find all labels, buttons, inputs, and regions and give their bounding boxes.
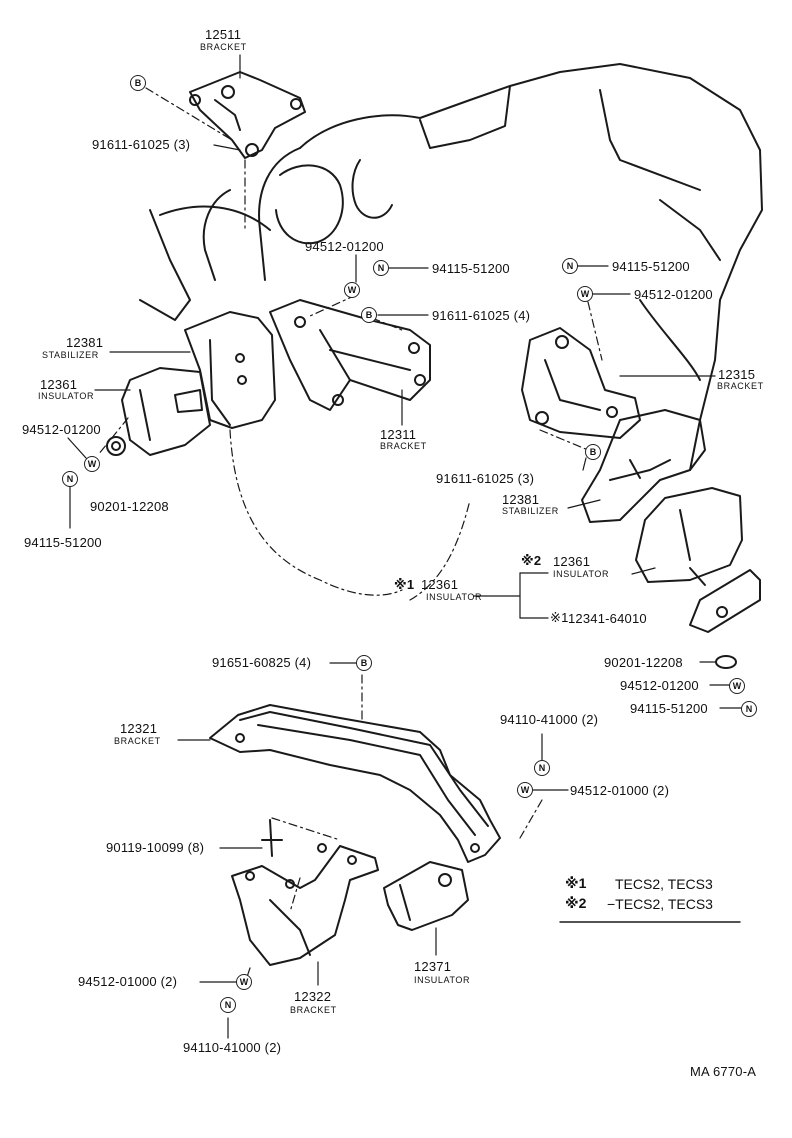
part-number-94110-a: 94110-41000 (2)	[500, 712, 599, 727]
part-number-91611-mid: 91611-61025 (4)	[432, 308, 531, 323]
bolt-marker-b: B	[130, 75, 146, 91]
part-number-12511: 12511	[205, 27, 242, 42]
legend-mark-2: ※2	[565, 895, 587, 911]
bracket-12511-drawing	[189, 71, 306, 159]
left-mount-drawing	[106, 311, 276, 456]
part-name-12321: BRACKET	[114, 736, 161, 746]
bolt-marker-b: B	[361, 307, 377, 323]
part-number-94115-d: 94115-51200	[630, 701, 708, 716]
part-number-94512-c: 94512-01200	[22, 422, 101, 437]
part-number-12361-star1: 12361	[421, 577, 459, 592]
part-number-94512-a: 94512-01200	[305, 239, 384, 254]
leader-lines	[67, 54, 743, 1039]
washer-marker-w: W	[236, 974, 252, 990]
part-number-12381-right: 12381	[502, 492, 540, 507]
part-number-91611-top: 91611-61025 (3)	[92, 137, 191, 152]
legend-mark-1: ※1	[565, 875, 587, 891]
part-number-12371: 12371	[414, 959, 452, 974]
part-number-94115-c: 94115-51200	[24, 535, 102, 550]
nut-marker-n: N	[220, 997, 236, 1013]
part-number-94512-f: 94512-01000 (2)	[78, 974, 178, 989]
part-number-94115-a: 94115-51200	[432, 261, 510, 276]
diagram-code: MA 6770-A	[690, 1064, 757, 1079]
part-name-12381-left: STABILIZER	[42, 350, 99, 360]
star1-marker-12341: ※1	[550, 610, 569, 625]
insulator-12371-drawing	[383, 861, 469, 931]
washer-marker-w: W	[84, 456, 100, 472]
part-number-12322: 12322	[294, 989, 332, 1004]
part-name-12361-star2: INSULATOR	[553, 569, 610, 579]
legend-text-1: TECS2, TECS3	[615, 876, 713, 892]
part-number-90119: 90119-10099 (8)	[106, 840, 205, 855]
part-number-94512-b: 94512-01200	[634, 287, 713, 302]
part-number-94115-b: 94115-51200	[612, 259, 690, 274]
nut-marker-n: N	[62, 471, 78, 487]
part-name-12371: INSULATOR	[414, 975, 471, 985]
part-number-91651: 91651-60825 (4)	[212, 655, 312, 670]
part-number-12311: 12311	[380, 427, 417, 442]
nut-marker-n: N	[562, 258, 578, 274]
part-name-12315: BRACKET	[717, 381, 764, 391]
star2-marker: ※2	[521, 553, 542, 568]
bracket-12315-drawing	[521, 327, 641, 439]
crossmember-12321-drawing	[209, 704, 501, 863]
washer-marker-w: W	[729, 678, 745, 694]
washer-marker-w: W	[577, 286, 593, 302]
bracket-12311-drawing	[269, 299, 431, 411]
part-number-12361-star2: 12361	[553, 554, 591, 569]
washer-marker-w: W	[517, 782, 533, 798]
bracket-12322-drawing	[231, 819, 379, 966]
part-name-12511: BRACKET	[200, 42, 247, 52]
part-name-12361-star1: INSULATOR	[426, 592, 483, 602]
part-number-91611-right: 91611-61025 (3)	[436, 471, 535, 486]
nut-marker-n: N	[741, 701, 757, 717]
part-number-12341: 12341-64010	[568, 611, 647, 626]
part-number-12315: 12315	[718, 367, 756, 382]
part-number-90201-right: 90201-12208	[604, 655, 683, 670]
part-number-90201-left: 90201-12208	[90, 499, 169, 514]
part-number-94512-d: 94512-01200	[620, 678, 699, 693]
right-stabilizer-drawing	[581, 409, 706, 523]
part-number-12361-left: 12361	[40, 377, 78, 392]
engine-outline	[139, 63, 763, 471]
nut-marker-n: N	[534, 760, 550, 776]
part-name-12322: BRACKET	[290, 1005, 337, 1015]
part-number-94512-e: 94512-01000 (2)	[570, 783, 670, 798]
nut-marker-n: N	[373, 260, 389, 276]
part-number-12381-left: 12381	[66, 335, 104, 350]
star1-marker: ※1	[394, 577, 415, 592]
part-number-94110-b: 94110-41000 (2)	[183, 1040, 282, 1055]
bolt-marker-b: B	[356, 655, 372, 671]
part-name-12381-right: STABILIZER	[502, 506, 559, 516]
bolt-marker-b: B	[585, 444, 601, 460]
legend-text-2: −TECS2, TECS3	[607, 896, 713, 912]
part-number-12321: 12321	[120, 721, 158, 736]
washer-marker-w: W	[344, 282, 360, 298]
part-name-12311: BRACKET	[380, 441, 427, 451]
dash-lines	[97, 87, 603, 981]
right-insulator-drawing	[635, 487, 761, 669]
part-name-12361-left: INSULATOR	[38, 391, 95, 401]
